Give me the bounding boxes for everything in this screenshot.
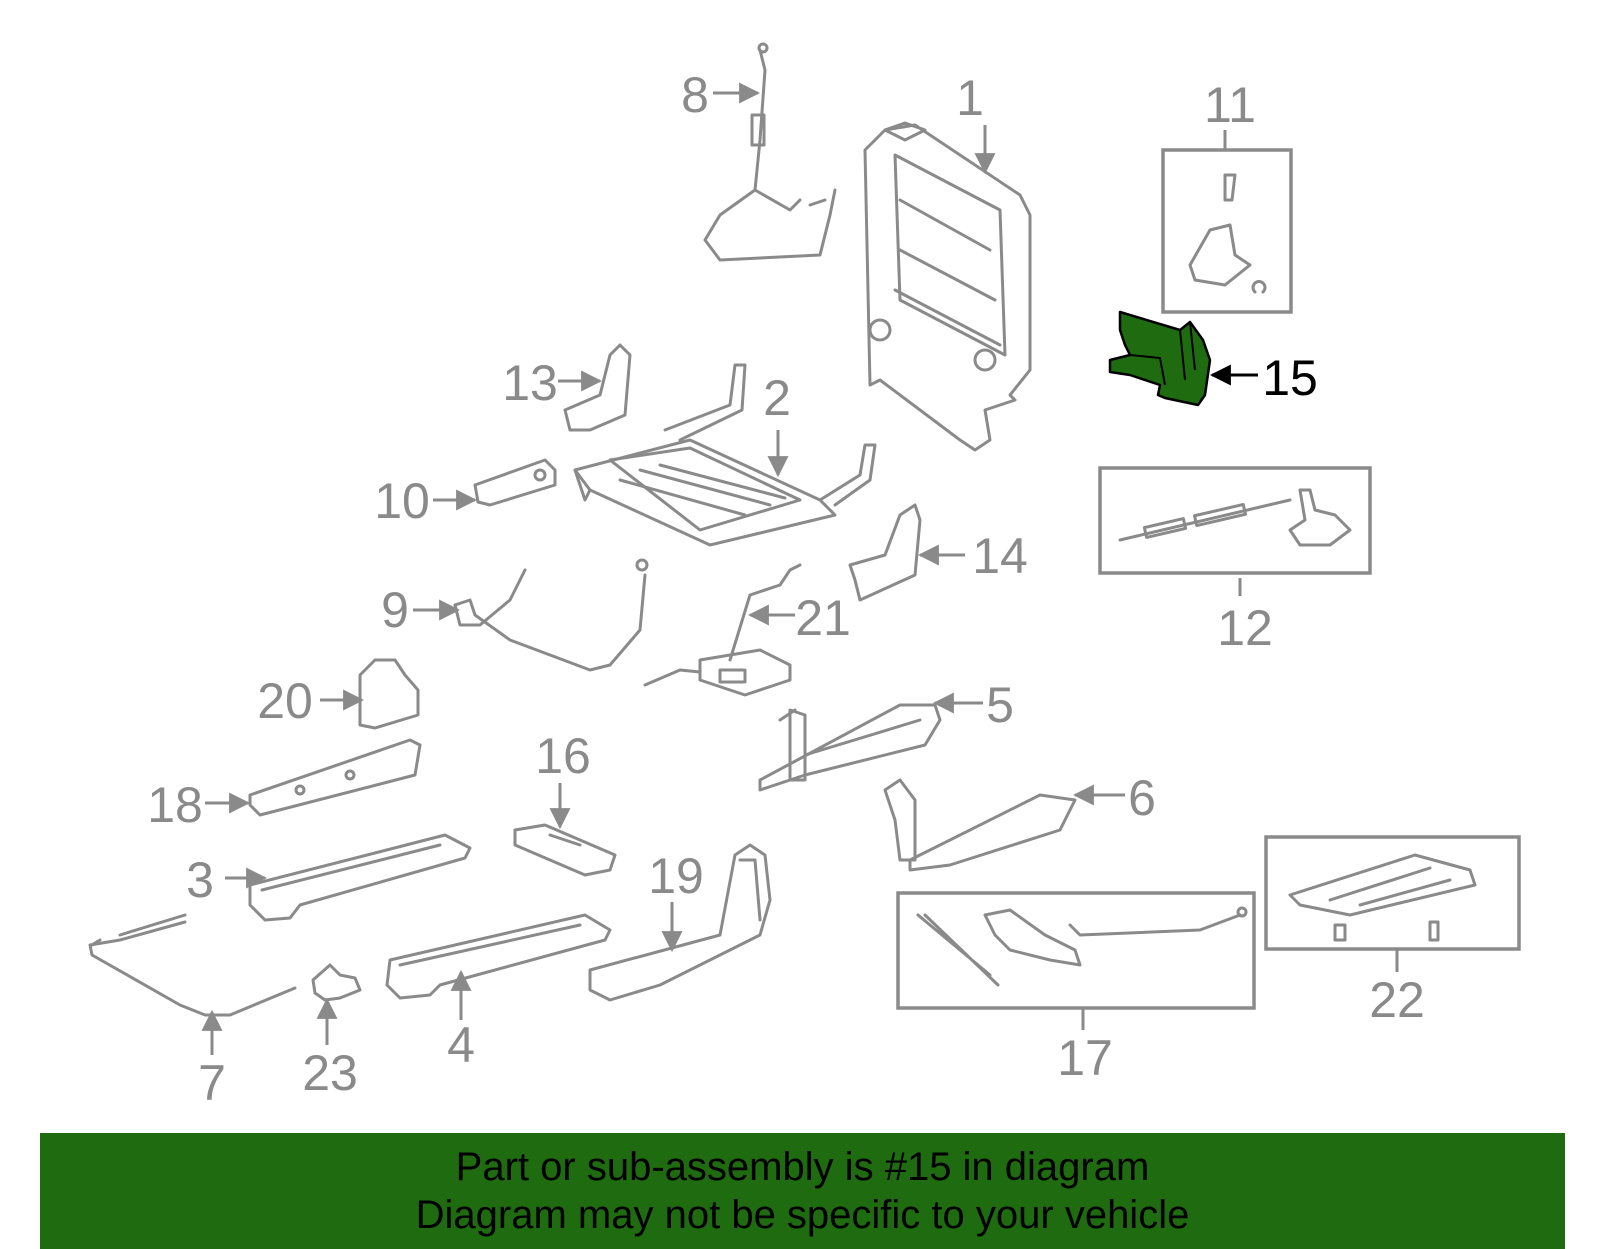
info-banner: Part or sub-assembly is #15 in diagram D…	[40, 1133, 1565, 1249]
callout-2: 2	[763, 370, 791, 426]
callout-8: 8	[681, 67, 709, 123]
part-7-wire	[88, 913, 297, 1017]
callout-19: 19	[648, 848, 704, 904]
callout-22: 22	[1369, 972, 1425, 1028]
part-9-rod	[453, 558, 649, 672]
banner-line-2: Diagram may not be specific to your vehi…	[415, 1193, 1190, 1237]
part-20-cap	[358, 658, 420, 730]
part-1-seat-back-frame	[863, 121, 1032, 452]
callout-11: 11	[1204, 77, 1256, 133]
callout-9: 9	[381, 582, 409, 638]
banner-line-1: Part or sub-assembly is #15 in diagram	[455, 1145, 1150, 1189]
part-5-seat-track	[758, 703, 942, 792]
part-6-track-cover	[883, 778, 1077, 872]
part-17-box	[896, 891, 1256, 1010]
callout-13: 13	[502, 355, 558, 411]
part-10-bracket	[473, 458, 557, 507]
callout-arrows	[201, 82, 1399, 1055]
callout-20: 20	[257, 673, 313, 729]
part-8-cable	[703, 42, 837, 262]
callout-5: 5	[986, 677, 1014, 733]
callout-23: 23	[302, 1045, 358, 1101]
part-18-cover	[248, 738, 422, 817]
callout-15: 15	[1262, 350, 1318, 406]
callout-18: 18	[147, 777, 203, 833]
callout-1: 1	[956, 70, 984, 126]
part-4-seat-rail	[385, 913, 612, 1000]
callout-21: 21	[795, 590, 851, 646]
callout-16: 16	[535, 728, 591, 784]
callout-6: 6	[1128, 770, 1156, 826]
callout-4: 4	[447, 1017, 475, 1073]
callout-10: 10	[374, 473, 430, 529]
part-19-cover	[588, 843, 772, 1002]
callout-labels: 1 2 3 4 5 6 7 8 9 10 11 12 13 14 15 16 1…	[147, 67, 1425, 1111]
callout-7: 7	[198, 1055, 226, 1111]
callout-17: 17	[1057, 1030, 1113, 1086]
part-21-lever	[643, 563, 802, 697]
part-3-seat-rail	[248, 833, 472, 922]
part-22-box	[1264, 835, 1521, 951]
part-2-seat-cushion-frame	[573, 363, 877, 547]
callout-3: 3	[186, 852, 214, 908]
part-15-highlighted-bracket	[1108, 310, 1212, 407]
callout-14: 14	[972, 528, 1028, 584]
part-14-cover	[848, 503, 922, 602]
part-12-box	[1098, 466, 1372, 575]
part-13-cover	[563, 343, 632, 432]
part-23-clip	[311, 963, 362, 1002]
part-16-plate	[513, 823, 617, 877]
callout-12: 12	[1217, 600, 1273, 656]
part-11-box	[1161, 148, 1293, 314]
